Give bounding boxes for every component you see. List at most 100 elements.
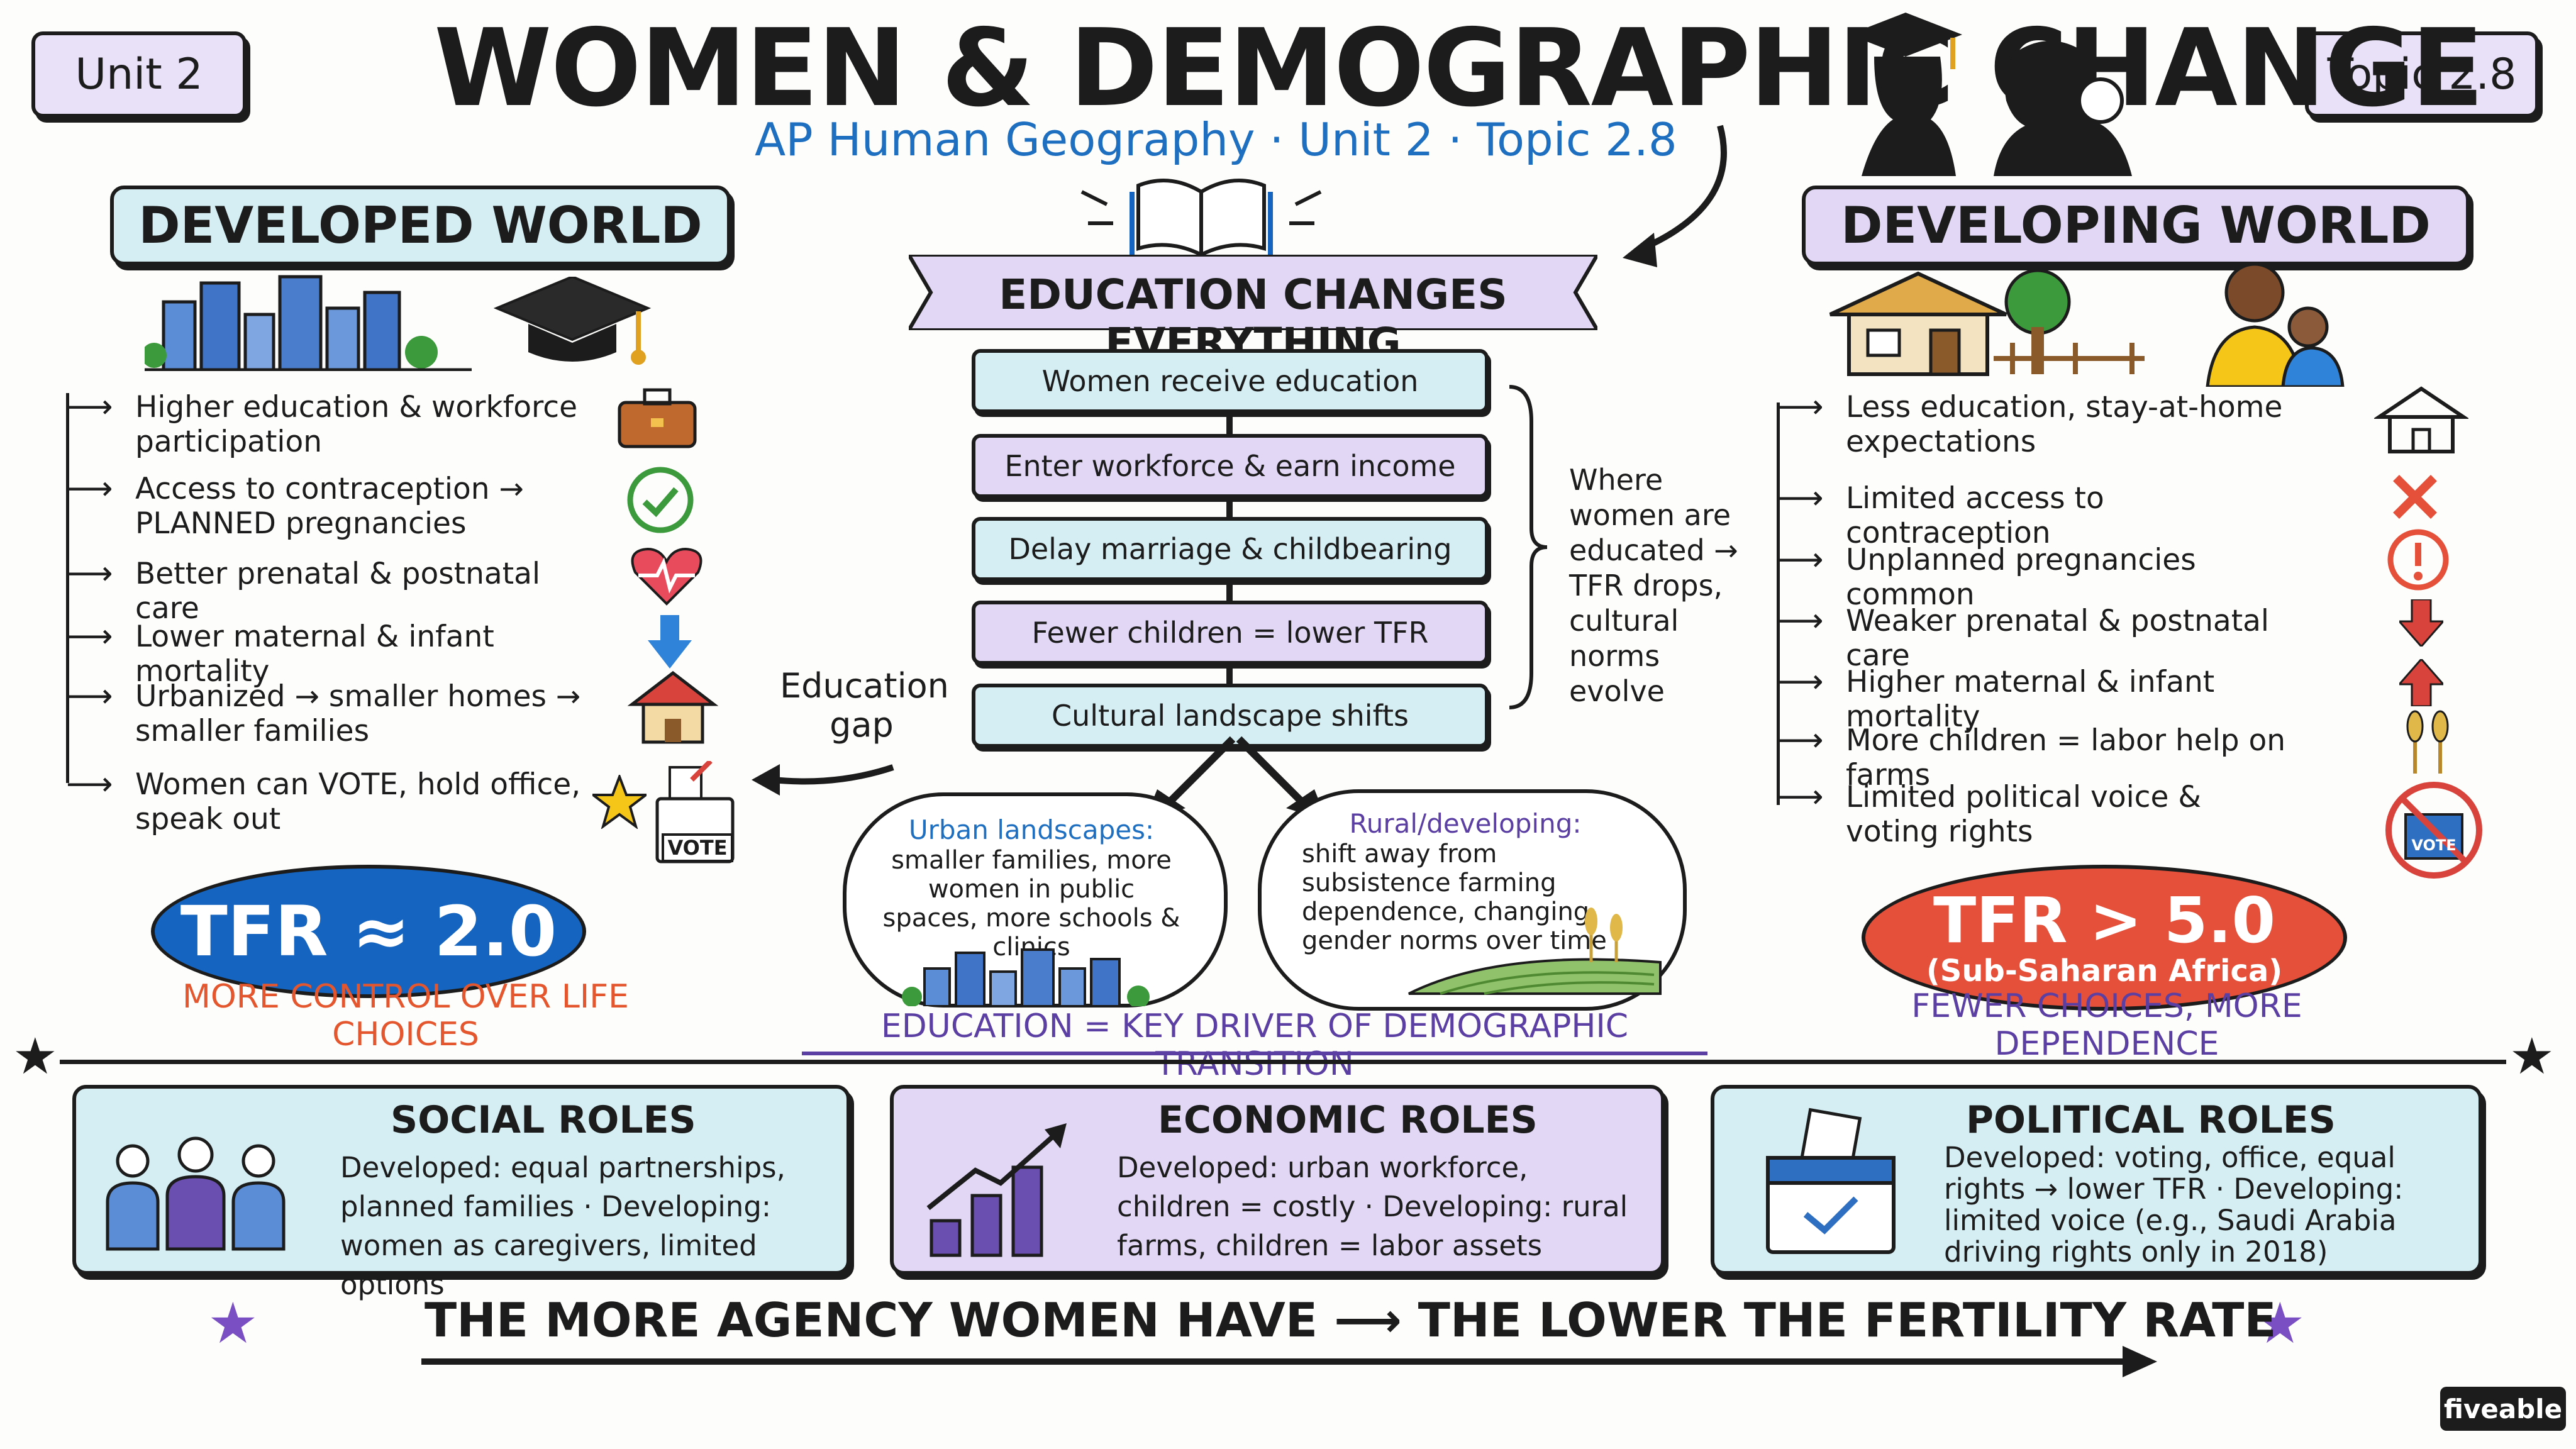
arrow-icon: ⟶ — [66, 388, 113, 426]
tfr-developing-badge: TFR > 5.0 (Sub-Saharan Africa) — [1862, 865, 2347, 1011]
arrow-icon: ⟶ — [66, 618, 113, 655]
up-arrow-icon — [2396, 657, 2446, 708]
economic-roles-title: ECONOMIC ROLES — [1158, 1098, 1538, 1142]
unit-tag-label: Unit 2 — [75, 50, 203, 99]
developed-tagline: MORE CONTROL OVER LIFE CHOICES — [182, 978, 629, 1053]
flow-step: Delay marriage & childbearing — [972, 517, 1489, 581]
vote-label: VOTE — [662, 833, 733, 862]
developing-list: ⟶ Less education, stay-at-home expectatio… — [1777, 390, 2343, 855]
social-roles-card: SOCIAL ROLES Developed: equal partnershi… — [72, 1085, 850, 1301]
economic-roles-text: Developed: urban workforce, children = c… — [1117, 1151, 1628, 1262]
education-banner: EDUCATION CHANGES EVERYTHING — [909, 255, 1597, 367]
flow-step: Women receive education — [972, 349, 1489, 413]
urban-skyline-icon — [899, 943, 1163, 1006]
arrow-icon: ⟶ — [66, 765, 113, 803]
people-icon — [101, 1126, 290, 1252]
star-left-icon: ★ — [13, 1027, 58, 1085]
urban-title: Urban landscapes: — [908, 814, 1155, 845]
developing-tagline: FEWER CHOICES, MORE DEPENDENCE — [1911, 987, 2302, 1063]
developing-item-text: Weaker prenatal & postnatal care — [1846, 604, 2269, 673]
developing-world-heading: DEVELOPING WORLD — [1802, 186, 2470, 265]
developed-item: ⟶ Better prenatal & postnatal care — [66, 557, 588, 626]
heart-icon — [629, 541, 704, 610]
ballot-box-icon: VOTE — [654, 761, 736, 868]
check-icon — [623, 462, 698, 538]
tfr-developed-value: TFR ≈ 2.0 — [180, 891, 557, 972]
developed-item: ⟶Access to contraception → PLANNED pregn… — [66, 472, 588, 541]
no-vote-icon: VOTE — [2380, 780, 2487, 880]
developed-item-text: Women can VOTE, hold office, speak out — [135, 767, 581, 836]
developed-item-text: Higher education & workforce participati… — [135, 390, 578, 459]
x-icon — [2387, 469, 2443, 525]
developing-item: ⟶Higher maternal & infant mortality — [1777, 663, 2299, 735]
flow-step-text: Enter workforce & earn income — [1004, 449, 1456, 483]
graduation-cap-icon — [491, 277, 654, 371]
star-icon — [591, 774, 648, 830]
briefcase-icon — [613, 384, 701, 453]
developed-list-connector — [66, 393, 69, 783]
arrow-icon: ⟶ — [1777, 778, 1824, 816]
tfr-developing-sub: (Sub-Saharan Africa) — [1926, 953, 2283, 989]
developing-item: ⟶ Unplanned pregnancies common — [1777, 541, 2299, 613]
mother-child-icon — [2195, 255, 2358, 387]
developing-item: ⟶More children = labor help on farms — [1777, 723, 2299, 793]
page-subtitle: AP Human Geography · Unit 2 · Topic 2.8 — [755, 113, 1677, 166]
developed-world-heading-label: DEVELOPED WORLD — [138, 196, 702, 255]
political-roles-title: POLITICAL ROLES — [1966, 1098, 2336, 1142]
wheat-icon — [2390, 708, 2465, 777]
no-vote-label: VOTE — [2411, 836, 2457, 854]
page-title: WOMEN & DEMOGRAPHIC CHANGE — [434, 6, 2484, 131]
tfr-developing-value: TFR > 5.0 — [1933, 883, 2276, 957]
ballot-box-icon — [1762, 1108, 1900, 1258]
political-roles-card: POLITICAL ROLES Developed: voting, offic… — [1711, 1085, 2482, 1275]
education-gap-label: Education gap — [780, 666, 949, 745]
political-roles-text: Developed: voting, office, equal rights … — [1944, 1141, 2404, 1269]
flow-step: Enter workforce & earn income — [972, 434, 1489, 498]
growth-chart-icon — [919, 1114, 1076, 1258]
developed-item: ⟶ Higher education & workforce participat… — [66, 388, 588, 460]
developed-item-text: Better prenatal & postnatal care — [135, 557, 541, 626]
city-skyline-icon — [145, 264, 472, 371]
developing-list-connector — [1777, 402, 1780, 805]
conclusion-text: THE MORE AGENCY WOMEN HAVE ⟶ THE LOWER T… — [425, 1292, 2277, 1348]
key-driver-text: EDUCATION = KEY DRIVER OF DEMOGRAPHIC TR… — [880, 1008, 1629, 1083]
arrow-icon: ⟶ — [66, 677, 113, 715]
developing-item-text: Unplanned pregnancies common — [1846, 543, 2196, 612]
brand-label: fiveable — [2443, 1393, 2563, 1424]
conclusion-underline — [421, 1346, 2157, 1377]
star-right-icon: ★ — [2509, 1027, 2555, 1085]
developed-world-heading: DEVELOPED WORLD — [110, 186, 731, 265]
alert-icon — [2384, 525, 2453, 594]
arrow-icon: ⟶ — [66, 470, 113, 508]
arrow-icon: ⟶ — [1777, 602, 1824, 640]
developed-item: ⟶ Lower maternal & infant mortality — [66, 619, 588, 689]
arrow-icon: ⟶ — [66, 555, 113, 592]
developing-item-text: Less education, stay-at-home expectation… — [1846, 390, 2283, 459]
rural-text: shift away from subsistence farming depe… — [1302, 840, 1607, 955]
flow-step: Fewer children = lower TFR — [972, 601, 1489, 665]
developing-item-text: Limited access to contraception — [1846, 481, 2104, 550]
developing-item: ⟶Less education, stay-at-home expectatio… — [1777, 390, 2299, 460]
open-book-icon — [1069, 167, 1333, 261]
house-icon — [626, 670, 720, 745]
unit-tag: Unit 2 — [31, 31, 247, 118]
developed-item-text: Urbanized → smaller homes → smaller fami… — [135, 679, 581, 748]
rural-house-icon — [1824, 264, 2151, 377]
rural-title: Rural/developing: — [1349, 808, 1582, 839]
topic-tag-label: Topic 2.8 — [2327, 50, 2517, 99]
arrow-icon: ⟶ — [1777, 541, 1824, 579]
social-roles-text: Developed: equal partnerships, planned f… — [340, 1151, 786, 1301]
arrow-icon: ⟶ — [1777, 663, 1824, 701]
women-silhouette-icon — [1836, 13, 2138, 176]
developing-item: ⟶ Limited political voice & voting rights — [1777, 778, 2299, 850]
developing-item-text: More children = labor help on farms — [1846, 723, 2286, 792]
social-roles-title: SOCIAL ROLES — [391, 1098, 696, 1142]
developing-item-text: Limited political voice & voting rights — [1846, 780, 2202, 849]
developed-list: ⟶ Higher education & workforce participat… — [66, 390, 695, 843]
farm-field-icon — [1402, 906, 1667, 1000]
developing-world-heading-label: DEVELOPING WORLD — [1841, 196, 2431, 255]
curved-arrow-icon — [1623, 125, 1727, 267]
down-arrow-icon — [2396, 597, 2446, 648]
developed-item: ⟶ Women can VOTE, hold office, speak out — [66, 765, 588, 837]
developed-item-text: Lower maternal & infant mortality — [135, 619, 494, 689]
